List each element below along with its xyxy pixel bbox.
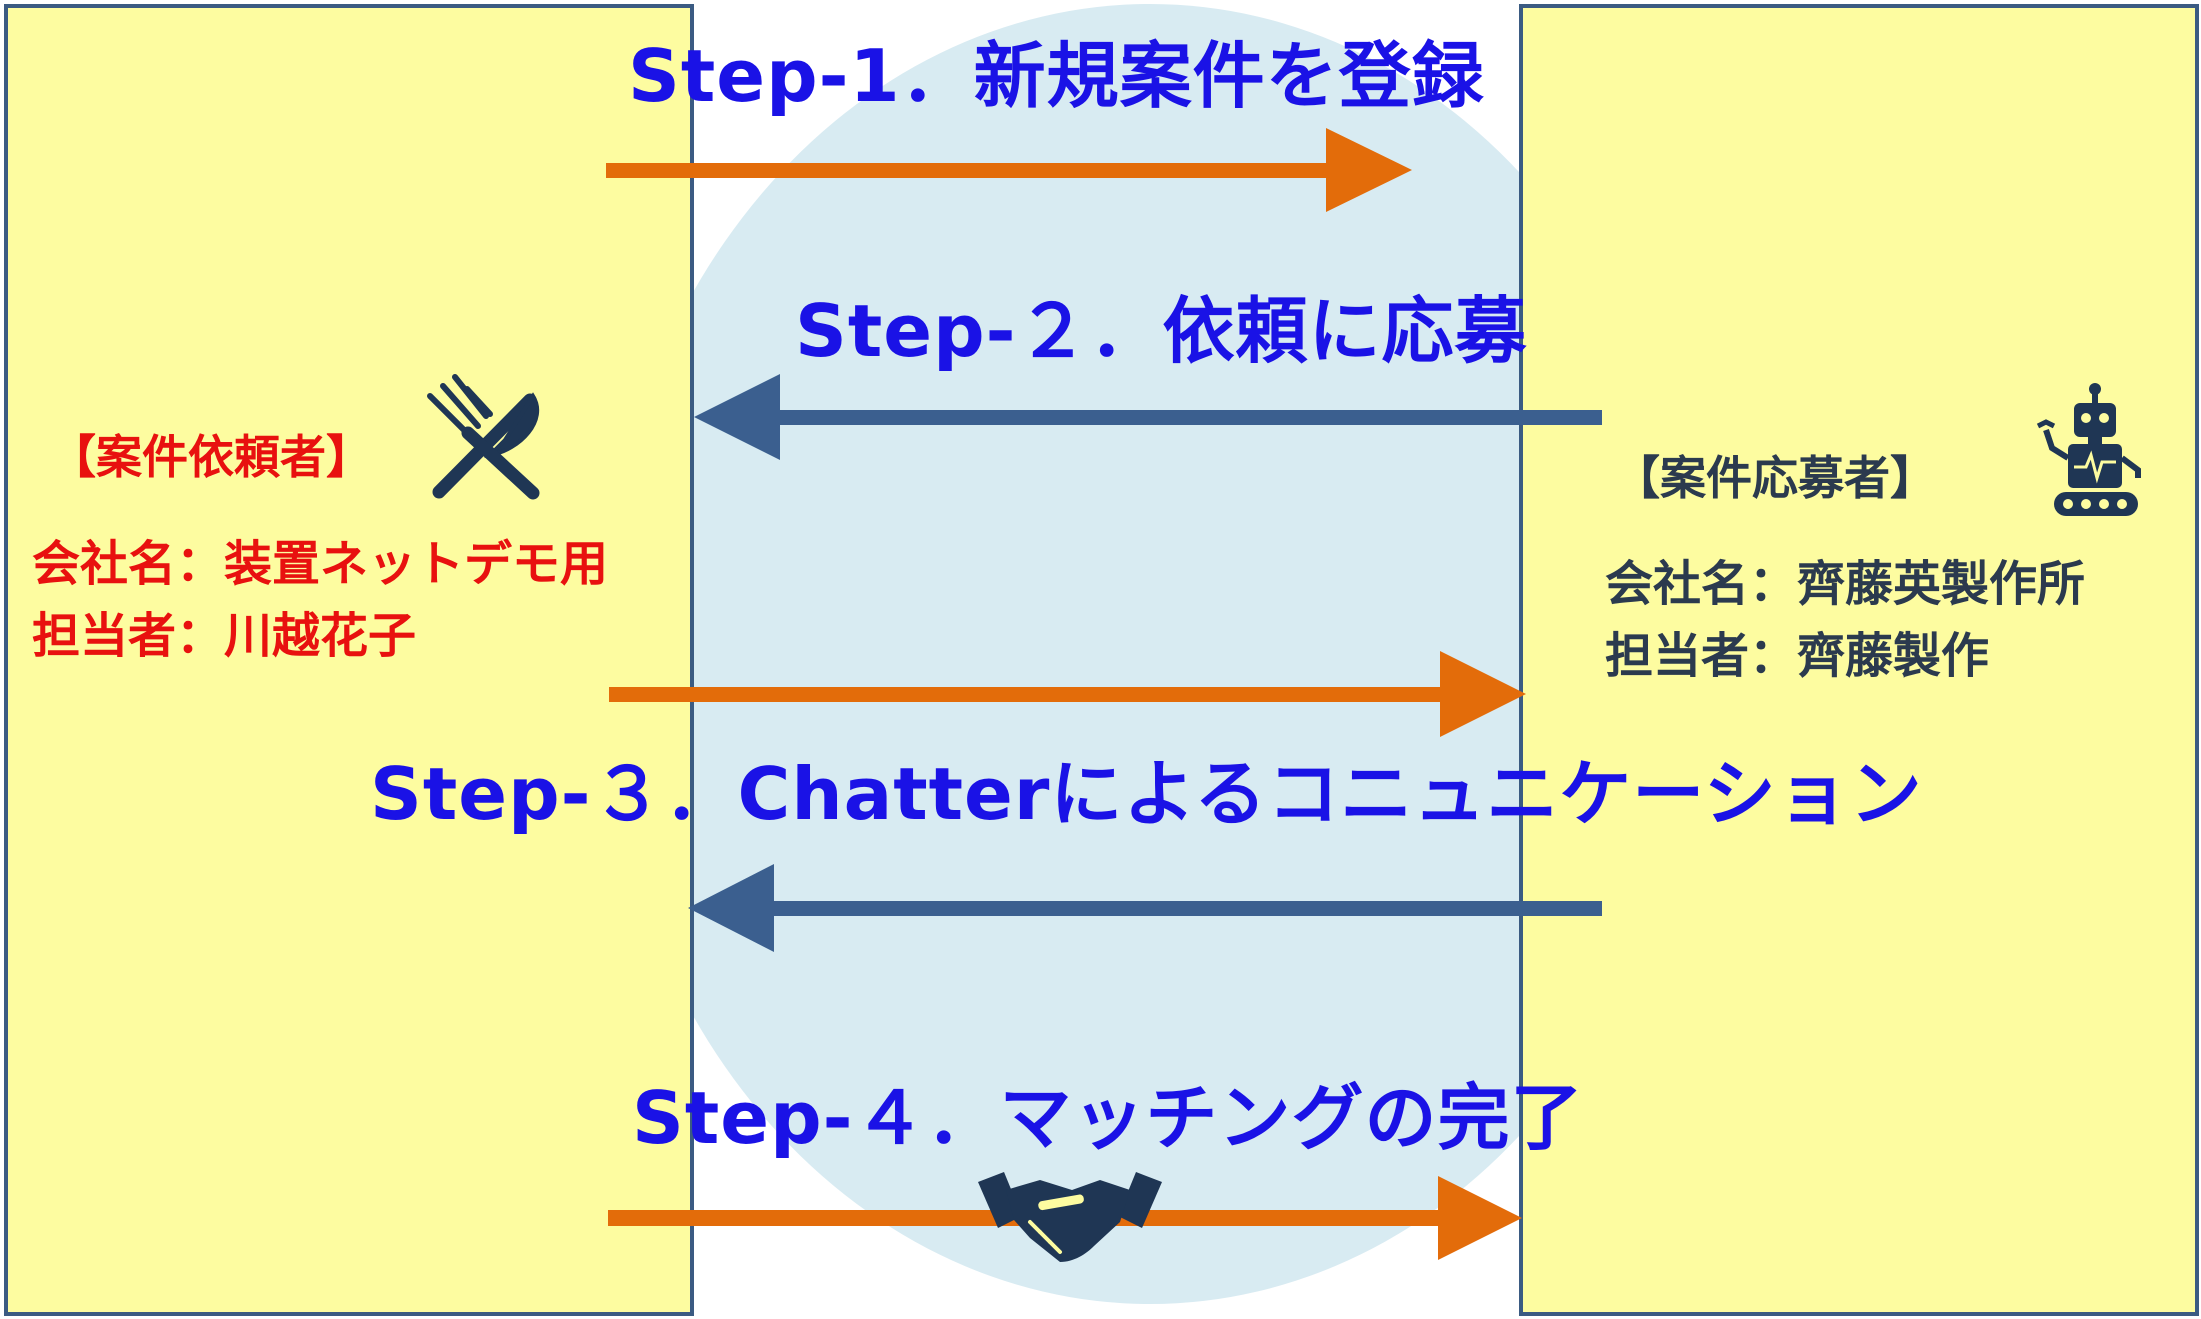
background-circle [600,4,1700,1304]
requester-person: 担当者：川越花子 [32,608,417,664]
step3-request-arrow [609,651,1526,737]
step3-reply-arrow [688,864,1602,952]
step2-arrow [694,374,1602,460]
requester-company: 会社名：装置ネットデモ用 [32,536,609,592]
step4-label: Step-４．マッチングの完了 [632,1076,1584,1160]
applicant-panel [1519,4,2199,1316]
step2-label: Step-２．依頼に応募 [795,289,1528,373]
step1-arrow [606,128,1412,212]
applicant-person: 担当者：齊藤製作 [1605,628,1990,684]
fork-knife-icon [427,374,540,500]
requester-panel [4,4,694,1316]
step3-label: Step-３．Chatterによるコニュニケーション [370,752,1923,836]
applicant-title: 【案件応募者】 [1614,451,1936,505]
applicant-company: 会社名：齊藤英製作所 [1605,556,2086,612]
handshake-icon [978,1172,1162,1262]
robot-icon [2036,383,2141,516]
step1-label: Step-1．新規案件を登録 [628,34,1485,118]
requester-title: 【案件依頼者】 [50,430,372,484]
